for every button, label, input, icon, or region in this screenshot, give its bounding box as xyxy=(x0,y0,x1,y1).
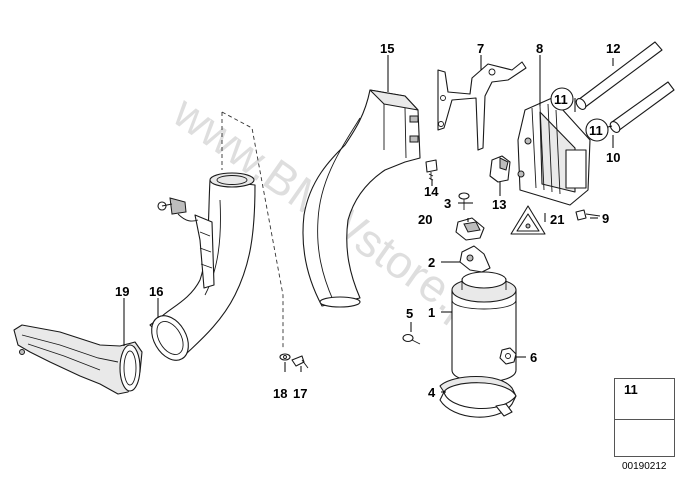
label-10: 10 xyxy=(606,150,620,165)
label-2: 2 xyxy=(428,255,435,270)
part-5-screw xyxy=(402,333,421,345)
label-15: 15 xyxy=(380,41,394,56)
label-3: 3 xyxy=(444,196,451,211)
part-19-air-scoop xyxy=(13,324,143,395)
label-7: 7 xyxy=(477,41,484,56)
part-4-clamp xyxy=(439,375,517,418)
leader-lines xyxy=(123,55,614,393)
part-13-connector xyxy=(489,155,511,183)
part-15-air-duct xyxy=(302,89,421,308)
part-17-bolt xyxy=(291,355,309,369)
label-11b-circle xyxy=(585,118,609,142)
part-18-washer xyxy=(279,353,291,361)
part-9-screw xyxy=(575,209,601,221)
legend-number: 11 xyxy=(624,382,638,397)
part-6-nut xyxy=(499,347,517,365)
legend-box: 11 xyxy=(614,378,675,457)
label-21: 21 xyxy=(550,212,564,227)
label-4: 4 xyxy=(428,385,436,400)
label-11b: 11 xyxy=(589,123,603,138)
label-1: 1 xyxy=(428,305,435,320)
part-16-intake-pipe xyxy=(149,172,256,361)
part-21-warning-label xyxy=(510,205,546,235)
part-20-holder xyxy=(455,217,485,241)
label-16: 16 xyxy=(149,284,163,299)
label-11a-circle xyxy=(550,87,574,111)
part-12-hose xyxy=(575,41,663,110)
legend-divider xyxy=(615,419,674,420)
label-9: 9 xyxy=(602,211,609,226)
label-13: 13 xyxy=(492,197,506,212)
part-10-hose xyxy=(609,81,675,133)
callout-labels: 15 7 8 12 11 11 10 14 13 3 20 21 9 2 1 5… xyxy=(115,41,620,401)
label-8: 8 xyxy=(536,41,543,56)
part-1-canister xyxy=(451,271,517,383)
label-17: 17 xyxy=(293,386,307,401)
label-18: 18 xyxy=(273,386,287,401)
label-12: 12 xyxy=(606,41,620,56)
label-6: 6 xyxy=(530,350,537,365)
part-3-screw xyxy=(458,192,470,210)
label-11a: 11 xyxy=(554,92,568,107)
document-number: 00190212 xyxy=(622,461,667,472)
part-2-mount xyxy=(459,245,491,273)
label-5: 5 xyxy=(406,306,413,321)
part-8-control-unit xyxy=(517,97,591,206)
label-14: 14 xyxy=(424,184,439,199)
label-20: 20 xyxy=(418,212,432,227)
label-19: 19 xyxy=(115,284,129,299)
part-7-bracket xyxy=(437,61,527,151)
part-14-bolt xyxy=(425,159,438,181)
